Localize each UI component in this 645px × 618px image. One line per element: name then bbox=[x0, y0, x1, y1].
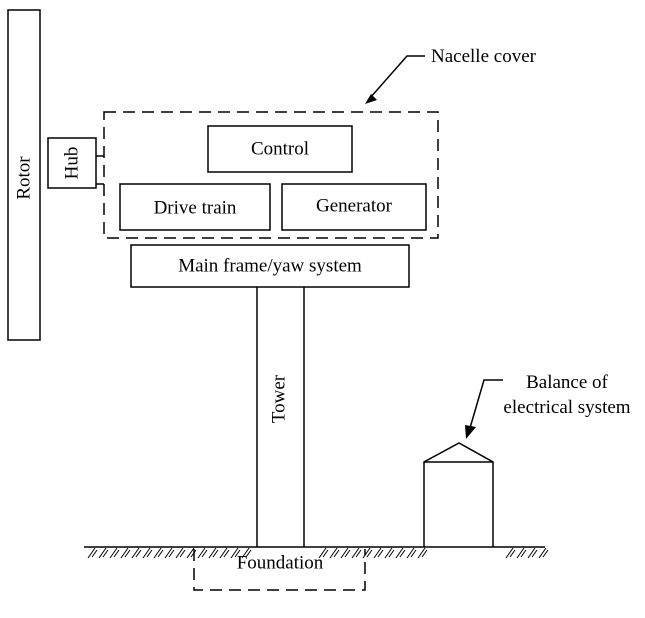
rotor-label: Rotor bbox=[13, 156, 34, 200]
control: Control bbox=[207, 125, 353, 173]
tower-label: Tower bbox=[268, 374, 289, 423]
ground-hatch-stroke bbox=[520, 549, 527, 558]
balance-arrow-head bbox=[465, 425, 476, 439]
ground-hatch-stroke bbox=[91, 549, 98, 558]
nacelle-cover-outline bbox=[103, 111, 439, 239]
ground-hatch-stroke bbox=[318, 547, 327, 559]
drive-train-label: Drive train bbox=[154, 197, 237, 218]
ground-hatch-stroke bbox=[157, 549, 164, 558]
control-box bbox=[207, 125, 353, 173]
ground-hatch-stroke bbox=[417, 547, 426, 559]
ground-hatch-stroke bbox=[333, 549, 340, 558]
balance-leader-line bbox=[469, 379, 503, 429]
generator: Generator bbox=[281, 183, 427, 231]
ground-hatch-stroke bbox=[234, 549, 241, 558]
ground-hatch-stroke bbox=[179, 549, 186, 558]
ground-hatch-stroke bbox=[201, 549, 208, 558]
nacelle-arrow-head bbox=[365, 94, 377, 104]
ground-hatch-stroke bbox=[146, 549, 153, 558]
drive-train-box bbox=[119, 183, 271, 231]
ground-hatch-stroke bbox=[538, 547, 547, 559]
electrical-building bbox=[423, 442, 494, 547]
ground-hatch-stroke bbox=[377, 549, 384, 558]
nacelle-cover-label: Nacelle cover bbox=[431, 46, 537, 67]
hub-box bbox=[47, 137, 97, 189]
ground-hatch-stroke bbox=[186, 547, 195, 559]
ground-hatch-stroke bbox=[168, 549, 175, 558]
main-frame-label: Main frame/yaw system bbox=[178, 255, 362, 276]
nacelle-cover-callout: Nacelle cover bbox=[365, 46, 537, 104]
ground-hatch-stroke bbox=[399, 549, 406, 558]
ground-hatch-stroke bbox=[344, 549, 351, 558]
ground-hatch-stroke bbox=[135, 549, 142, 558]
ground-hatch-stroke bbox=[197, 547, 206, 559]
ground-hatching bbox=[87, 547, 549, 559]
ground-hatch-stroke bbox=[388, 549, 395, 558]
main-frame: Main frame/yaw system bbox=[130, 244, 410, 288]
ground-hatch-stroke bbox=[223, 549, 230, 558]
building-outline bbox=[423, 442, 494, 547]
foundation-label: Foundation bbox=[237, 552, 324, 573]
ground-hatch-stroke bbox=[395, 547, 404, 559]
ground-hatch-stroke bbox=[175, 547, 184, 559]
balance-label-line1: Balance of bbox=[526, 372, 608, 393]
drive-train: Drive train bbox=[119, 183, 271, 231]
ground-hatch-stroke bbox=[505, 547, 514, 559]
hub-label: Hub bbox=[61, 147, 82, 180]
ground-hatch-stroke bbox=[351, 547, 360, 559]
control-label: Control bbox=[251, 138, 309, 159]
ground-hatch-stroke bbox=[131, 547, 140, 559]
hub: Hub bbox=[47, 137, 104, 189]
ground-hatch-stroke bbox=[340, 547, 349, 559]
generator-box bbox=[281, 183, 427, 231]
tower: Tower bbox=[256, 287, 305, 547]
ground-hatch-stroke bbox=[516, 547, 525, 559]
ground-hatch-stroke bbox=[373, 547, 382, 559]
ground-hatch-stroke bbox=[124, 549, 131, 558]
ground-hatch-stroke bbox=[230, 547, 239, 559]
main-frame-box bbox=[130, 244, 410, 288]
ground-hatch-stroke bbox=[153, 547, 162, 559]
balance-label-line2: electrical system bbox=[503, 397, 630, 418]
ground-hatch-stroke bbox=[120, 547, 129, 559]
ground-hatch-stroke bbox=[406, 547, 415, 559]
ground-hatch-stroke bbox=[87, 547, 96, 559]
generator-label: Generator bbox=[316, 195, 393, 216]
ground-hatch-stroke bbox=[164, 547, 173, 559]
ground-hatch-stroke bbox=[362, 547, 371, 559]
ground-hatch-stroke bbox=[527, 547, 536, 559]
ground-hatch-stroke bbox=[366, 549, 373, 558]
ground bbox=[84, 546, 549, 559]
ground-hatch-stroke bbox=[208, 547, 217, 559]
ground-hatch-stroke bbox=[98, 547, 107, 559]
nacelle-leader-line bbox=[369, 55, 425, 99]
ground-hatch-stroke bbox=[219, 547, 228, 559]
ground-hatch-stroke bbox=[102, 549, 109, 558]
ground-hatch-stroke bbox=[531, 549, 538, 558]
ground-hatch-stroke bbox=[245, 549, 252, 558]
ground-hatch-stroke bbox=[212, 549, 219, 558]
foundation-outline bbox=[193, 549, 366, 591]
ground-hatch-stroke bbox=[322, 549, 329, 558]
balance-callout: Balance of electrical system bbox=[465, 372, 631, 439]
ground-hatch-stroke bbox=[142, 547, 151, 559]
rotor: Rotor bbox=[7, 9, 41, 341]
ground-hatch-stroke bbox=[109, 547, 118, 559]
ground-hatch-stroke bbox=[355, 549, 362, 558]
ground-hatch-stroke bbox=[410, 549, 417, 558]
ground-hatch-stroke bbox=[241, 547, 250, 559]
ground-hatch-stroke bbox=[384, 547, 393, 559]
foundation: Foundation bbox=[193, 549, 366, 591]
ground-hatch-stroke bbox=[509, 549, 516, 558]
ground-hatch-stroke bbox=[329, 547, 338, 559]
ground-hatch-stroke bbox=[421, 549, 428, 558]
ground-hatch-stroke bbox=[113, 549, 120, 558]
ground-hatch-stroke bbox=[542, 549, 549, 558]
rotor-box bbox=[7, 9, 41, 341]
